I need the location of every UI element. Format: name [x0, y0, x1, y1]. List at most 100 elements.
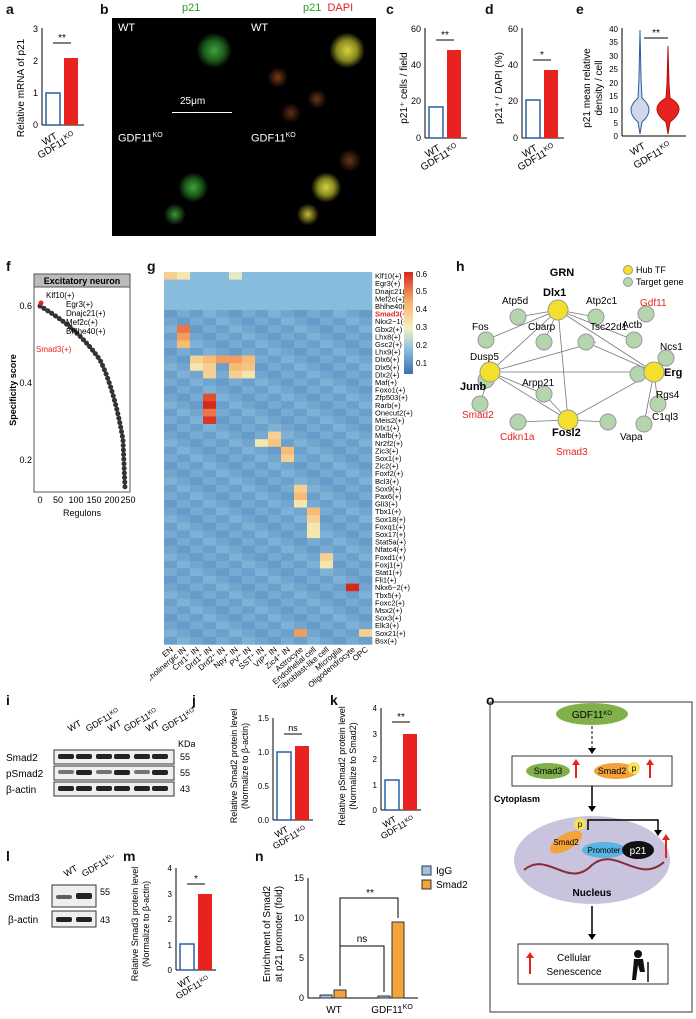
panel-label-e: e: [576, 1, 584, 17]
heatmap-cell: [320, 340, 334, 349]
panel-e-ticks: 0 5 10 15 20 25 30 35 40: [609, 25, 618, 141]
heatmap-cell: [307, 507, 321, 516]
heatmap-cell: [242, 477, 256, 486]
micrograph-grid: WT p21 WT p21 DAPI GDF11KO GDF11KO 25μm: [112, 2, 376, 236]
heatmap-cell: [320, 325, 334, 334]
o-smad2-nuc: Smad2: [553, 838, 579, 847]
heatmap-cell: [177, 431, 191, 440]
heatmap-cell: [216, 462, 230, 470]
target-label: Arpp21: [522, 378, 555, 389]
heatmap-row-label: Mafb(+): [375, 431, 402, 440]
kda-marker: 55: [100, 887, 110, 897]
heatmap-cell: [177, 500, 191, 508]
heatmap-cell: [177, 363, 191, 372]
heatmap-cell: [268, 560, 282, 569]
heatmap-cell: [333, 621, 347, 630]
heatmap-cell: [190, 431, 204, 440]
heatmap-cell: [281, 302, 295, 311]
heatmap-row-label: Sox3(+): [375, 614, 402, 623]
panel-k-ylabel1: Relative pSmad2 protein level: [337, 706, 347, 826]
heatmap-cell: [268, 272, 282, 280]
heatmap-cell: [203, 538, 217, 546]
heatmap-cell: [281, 272, 295, 280]
heatmap-cell: [320, 446, 334, 455]
heatmap-cell: [281, 294, 295, 303]
heatmap-cell: [203, 629, 217, 638]
heatmap-cell: [307, 272, 321, 280]
heatmap-row-label: Lhx8(+): [375, 332, 401, 341]
heatmap-cell: [164, 340, 178, 349]
micrograph-ko-p21: GDF11KO: [112, 128, 243, 236]
panel-f-header-text: Excitatory neuron: [44, 276, 121, 286]
heatmap-cell: [281, 538, 295, 546]
heatmap-cell: [307, 621, 321, 630]
heatmap-cell: [242, 560, 256, 569]
heatmap-cell: [320, 416, 334, 425]
heatmap-cell: [294, 386, 308, 394]
col-label-p21: p21: [182, 2, 201, 14]
col-label-merge: p21 DAPI: [303, 2, 354, 14]
o-nucleus: Nucleus: [573, 888, 612, 899]
heatmap-cell: [190, 340, 204, 349]
heatmap-cell: [177, 591, 191, 600]
heatmap-row-label: Foxc2(+): [375, 598, 405, 607]
heatmap-cell: [346, 454, 360, 463]
heatmap-cell: [190, 500, 204, 508]
target-label: Fos: [472, 322, 489, 333]
heatmap-cell: [333, 317, 347, 326]
heatmap-cell: [164, 462, 178, 470]
sig-m: *: [194, 874, 198, 885]
heatmap-row-label: Msx2(+): [375, 606, 403, 615]
heatmap-cell: [229, 302, 243, 311]
xlabel-ko: GDF11KO: [418, 142, 461, 173]
heatmap-cell: [294, 538, 308, 546]
heatmap-cell: [281, 401, 295, 410]
heatmap-cell: [307, 370, 321, 379]
heatmap-cell: [320, 424, 334, 432]
heatmap-cell: [333, 401, 347, 410]
heatmap-cell: [333, 272, 347, 280]
heatmap-cell: [281, 446, 295, 455]
heatmap-cell: [177, 507, 191, 516]
heatmap-cell: [268, 325, 282, 334]
heatmap-cell: [190, 606, 204, 615]
heatmap-cell: [333, 576, 347, 584]
heatmap-cell: [320, 439, 334, 448]
heatmap-cell: [177, 492, 191, 501]
heatmap-row-label: Zic2(+): [375, 462, 399, 471]
heatmap-cell: [255, 355, 269, 364]
heatmap-row-label: Tbx1(+): [375, 507, 402, 516]
heatmap-cell: [268, 614, 282, 622]
heatmap-cell: [242, 515, 256, 524]
target-label: Dusp5: [470, 352, 499, 363]
hub-junb: Junb: [460, 381, 487, 393]
heatmap-cell: [164, 469, 178, 478]
heatmap-cell: [268, 492, 282, 501]
heatmap-cell: [190, 272, 204, 280]
heatmap-cell: [307, 446, 321, 455]
heatmap-cell: [333, 484, 347, 493]
heatmap-cell: [216, 294, 230, 303]
heatmap-cell: [333, 348, 347, 356]
heatmap-cell: [294, 310, 308, 318]
heatmap-cell: [346, 515, 360, 524]
heatmap-cell: [229, 378, 243, 387]
heatmap-cell: [203, 522, 217, 531]
heatmap-cell: [281, 348, 295, 356]
colorbar-tick: 0.6: [416, 270, 428, 279]
heatmap-cell: [307, 348, 321, 356]
heatmap-cell: [268, 484, 282, 493]
band-label: Smad2: [6, 753, 38, 764]
heatmap-row-label: Lhx9(+): [375, 348, 401, 357]
heatmap-cell: [164, 614, 178, 622]
heatmap-cell: [307, 386, 321, 394]
heatmap-cell: [359, 317, 373, 326]
panel-label-m: m: [123, 848, 136, 864]
tick-label: 0: [373, 806, 378, 815]
heatmap-row-label: Stat1(+): [375, 568, 402, 577]
heatmap-cell: [203, 272, 217, 280]
heatmap-cell: [216, 583, 230, 592]
heatmap-cell: [320, 477, 334, 486]
heatmap-cell: [268, 446, 282, 455]
heatmap-cell: [346, 591, 360, 600]
